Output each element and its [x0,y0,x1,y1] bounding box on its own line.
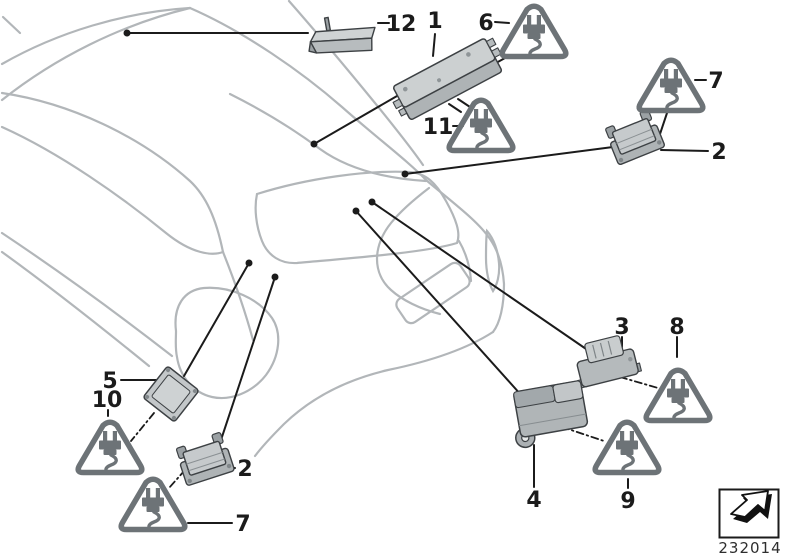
bumper-lower-edge [253,330,495,458]
callout-7-left[interactable]: 7 [235,512,250,537]
far-roof-edge [0,6,192,66]
callout-7-right[interactable]: 7 [708,69,723,94]
callout-12[interactable]: 12 [386,12,417,37]
car-body-outline [0,0,506,458]
callout-9[interactable]: 9 [620,489,635,514]
trunk-cut-line [375,186,442,316]
callout-leader-lines [107,21,709,524]
part-5-amplifier-plate[interactable] [143,366,199,422]
side-glass-lower [0,125,225,255]
plug-warning-triangle-icon [639,60,703,111]
part-2-module-right[interactable] [602,107,666,166]
callout-8[interactable]: 8 [669,315,684,340]
callout-10[interactable]: 10 [92,388,123,413]
near-roof-edge [0,6,192,102]
rocker-line-upper [0,231,174,358]
c-pillar-line [188,6,428,182]
drawing-number: 232014 [718,539,781,557]
warning-triangles [78,6,710,530]
callout-6[interactable]: 6 [478,11,493,36]
catalog-logo-box [718,488,780,539]
antenna-amplifier-part-1[interactable] [387,35,509,124]
plug-warning-triangle-icon [502,6,566,57]
rocker-line-lower [0,250,151,368]
plug-warning-triangle-icon [595,422,659,473]
callout-11[interactable]: 11 [423,115,454,140]
rear-window-outline [254,170,460,265]
part-4-control-unit[interactable] [508,380,590,449]
deck-seam [457,239,473,283]
plug-warning-triangle-icon [646,370,710,421]
direction-arrow-icon [730,490,772,523]
part-3-module[interactable] [569,332,642,390]
location-dots [123,29,409,281]
part-2-module-left[interactable] [173,430,236,487]
callout-4[interactable]: 4 [526,488,541,513]
callout-labels: 12 1 6 11 7 2 5 10 2 7 3 8 4 9 [92,9,727,537]
plug-warning-triangle-icon [449,100,513,151]
callout-1[interactable]: 1 [427,9,442,34]
callout-3[interactable]: 3 [614,315,629,340]
far-shoulder-line [287,0,425,167]
callout-5[interactable]: 5 [102,369,117,394]
plug-warning-triangle-icon [78,422,142,473]
roof-antenna-part-12[interactable] [304,10,379,61]
beltline [228,92,428,183]
rear-wheel-arch [174,286,280,400]
taillight-outline [484,228,501,294]
side-glass-upper [0,91,225,254]
plug-warning-triangle-icon [121,479,185,530]
license-plate-recess [395,261,471,325]
callout-2-right[interactable]: 2 [711,140,726,165]
windshield-line [1,15,22,35]
callout-2-left[interactable]: 2 [237,457,252,482]
